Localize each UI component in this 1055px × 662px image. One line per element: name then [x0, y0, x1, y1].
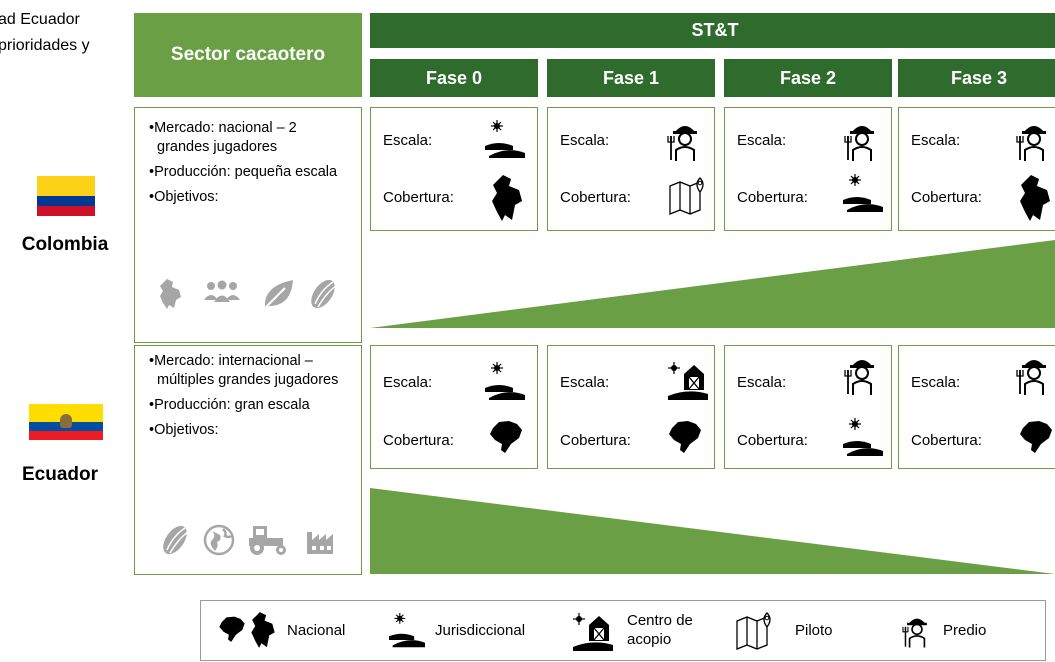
- piloto-icon: [669, 177, 704, 215]
- escala-label: Escala:: [560, 374, 610, 391]
- flag-stripe-yellow: [29, 404, 103, 422]
- cobertura-label: Cobertura:: [383, 189, 454, 206]
- cacao-pod-icon: [163, 525, 189, 555]
- flag-stripe-yellow: [37, 176, 95, 196]
- predio-icon: [1016, 360, 1046, 395]
- bullet-text: Producción: gran escala: [154, 397, 310, 413]
- colombia-phase-0-panel: Escala: Cobertura:: [370, 107, 538, 231]
- escala-label: Escala:: [911, 132, 961, 149]
- centro-acopio-icon: [573, 613, 613, 651]
- phase-header-3: Fase 3: [898, 59, 1055, 97]
- ecuador-phase-1-panel: Escala: Cobertura:: [547, 345, 715, 469]
- leaf-icon: [264, 280, 293, 309]
- nacional-colombia-icon: [251, 612, 275, 648]
- bullet-text: Mercado: internacional – múltiples grand…: [154, 353, 339, 388]
- colombia-bullet-2: •Producción: pequeña escala: [149, 164, 338, 180]
- bullet-text: Objetivos:: [154, 422, 219, 438]
- ecuador-phase-0-panel: Escala: Cobertura:: [370, 345, 538, 469]
- ecuador-trend-wedge: [370, 488, 1055, 574]
- escala-label: Escala:: [383, 132, 433, 149]
- nacional-colombia-icon: [492, 175, 522, 221]
- escala-label: Escala:: [911, 374, 961, 391]
- escala-label: Escala:: [737, 132, 787, 149]
- phase-header-1: Fase 1: [547, 59, 715, 97]
- nacional-ecuador-icon: [1020, 421, 1052, 453]
- flag-stripe-blue: [37, 196, 95, 206]
- colombia-phase-1-panel: Escala: Cobertura:: [547, 107, 715, 231]
- colombia-bullet-1: •Mercado: nacional – 2 grandes jugadores: [149, 120, 297, 155]
- predio-icon: [844, 126, 874, 161]
- jurisdiccional-icon: [485, 120, 525, 158]
- colombia-phase-3-panel: Escala: Cobertura:: [898, 107, 1055, 231]
- colombia-objective-icons: [157, 276, 347, 312]
- cobertura-label: Cobertura:: [560, 189, 631, 206]
- flag-stripe-red: [29, 431, 103, 440]
- cobertura-label: Cobertura:: [560, 432, 631, 449]
- cobertura-label: Cobertura:: [737, 432, 808, 449]
- title-fragment-2: prioridades y: [0, 37, 90, 54]
- legend-label-jurisdiccional: Jurisdiccional: [435, 622, 526, 639]
- ecuador-bullet-2: •Producción: gran escala: [149, 397, 310, 413]
- factory-icon: [307, 532, 333, 554]
- nacional-ecuador-icon: [219, 616, 245, 642]
- colombia-bullet-3: •Objetivos:: [149, 189, 219, 205]
- phase-header-0: Fase 0: [370, 59, 538, 97]
- ecuador-phase-3-panel: Escala: Cobertura:: [898, 345, 1055, 469]
- bullet-text: Mercado: nacional – 2 grandes jugadores: [154, 120, 297, 155]
- predio-icon: [844, 360, 874, 395]
- colombia-sector-panel: •Mercado: nacional – 2 grandes jugadores…: [134, 107, 362, 343]
- country-ecuador-label: Ecuador: [21, 464, 99, 485]
- nacional-colombia-icon: [1020, 175, 1050, 221]
- jurisdiccional-icon: [485, 362, 525, 400]
- escala-label: Escala:: [383, 374, 433, 391]
- escala-label: Escala:: [560, 132, 610, 149]
- legend-label-piloto: Piloto: [795, 622, 833, 639]
- ecuador-sector-panel: •Mercado: internacional – múltiples gran…: [134, 345, 362, 575]
- legend-label-predio: Predio: [943, 622, 987, 639]
- jurisdiccional-icon: [843, 174, 883, 212]
- flag-stripe-red: [37, 206, 95, 216]
- country-colombia-label: Colombia: [21, 234, 109, 255]
- ecuador-bullet-1: •Mercado: internacional – múltiples gran…: [149, 353, 339, 388]
- sector-header: Sector cacaotero: [134, 13, 362, 97]
- escala-label: Escala:: [737, 374, 787, 391]
- phase-header-2: Fase 2: [724, 59, 892, 97]
- cobertura-label: Cobertura:: [911, 189, 982, 206]
- legend-label-centro-acopio: Centro de acopio: [627, 612, 693, 648]
- ecuador-flag: [29, 404, 103, 440]
- jurisdiccional-icon: [843, 418, 883, 456]
- bullet-text: Producción: pequeña escala: [154, 164, 338, 180]
- colombia-flag: [37, 176, 95, 216]
- globe-icon: [203, 524, 235, 556]
- legend-label-nacional: Nacional: [287, 622, 346, 639]
- cobertura-label: Cobertura:: [911, 432, 982, 449]
- bullet-text: Objetivos:: [154, 189, 219, 205]
- people-group-icon: [204, 280, 240, 302]
- centro-acopio-icon: [668, 362, 708, 400]
- ecuador-bullet-3: •Objetivos:: [149, 422, 219, 438]
- tractor-icon: [249, 526, 286, 555]
- piloto-icon: [736, 612, 771, 650]
- cobertura-label: Cobertura:: [737, 189, 808, 206]
- legend-box: Nacional Jurisdiccional Centro de acopio…: [200, 600, 1046, 661]
- predio-icon: [667, 126, 697, 161]
- ecuador-phase-2-panel: Escala: Cobertura:: [724, 345, 892, 469]
- ecuador-coat-of-arms: [60, 414, 72, 428]
- jurisdiccional-icon: [389, 613, 425, 648]
- title-fragment-1: ad Ecuador: [0, 11, 80, 28]
- stt-header: ST&T: [370, 13, 1055, 48]
- colombia-phase-2-panel: Escala: Cobertura:: [724, 107, 892, 231]
- nacional-ecuador-icon: [669, 421, 701, 453]
- colombia-map-icon: [160, 279, 181, 309]
- ecuador-objective-icons: [157, 522, 357, 558]
- predio-icon: [902, 618, 927, 648]
- predio-icon: [1016, 126, 1046, 161]
- cacao-pod-icon: [311, 279, 337, 309]
- cobertura-label: Cobertura:: [383, 432, 454, 449]
- nacional-ecuador-icon: [490, 421, 522, 453]
- colombia-trend-wedge: [370, 240, 1055, 328]
